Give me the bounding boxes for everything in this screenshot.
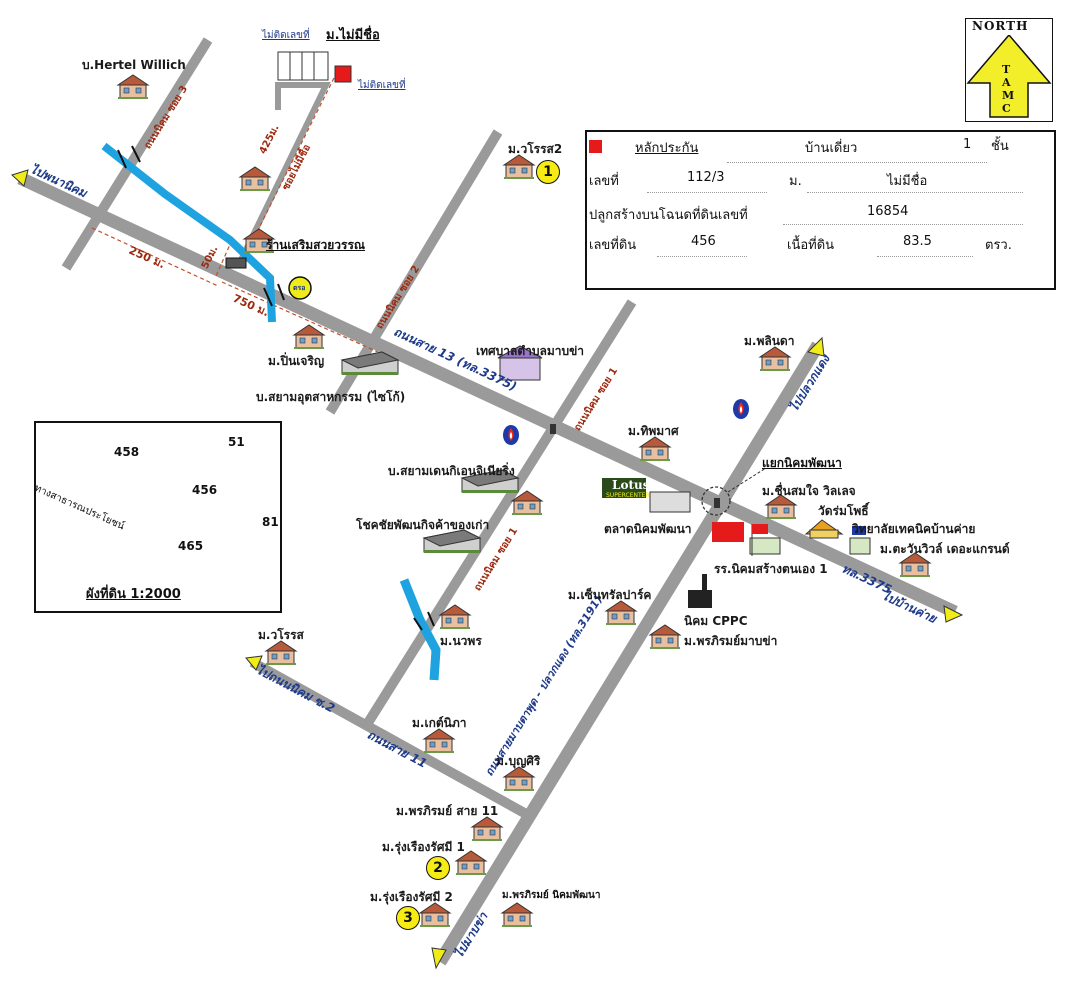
place-wat: วัดร่มโพธิ์ [818,504,869,518]
place-chokchai: โชคชัยพัฒนกิจค้าของเก่า [356,518,490,532]
arrow-head-north [807,336,825,357]
info-deed-label: ปลูกสร้างบนโฉนดที่ดินเลขที่ [589,208,748,223]
place-worasa2: ม.วโรรส2 [508,142,563,156]
no-number-label-1: ไม่ติดเลขที่ [262,30,310,41]
place-lotus: Lotus [612,478,650,492]
info-no-value: 112/3 [687,170,725,185]
lotus-logo [602,478,646,498]
collateral-info-box: หลักประกัน บ้านเดี่ยว 1 ชั้น เลขที่ 112/… [585,130,1056,290]
arrow-head-east [943,605,964,623]
soi-noname-road [237,82,331,264]
arrow-head-south [431,947,447,970]
place-rung2: ม.รุ่งเรืองรัศมี 2 [370,890,453,904]
place-rung1: ม.รุ่งเรืองรัศมี 1 [382,840,465,854]
info-parcel-value: 456 [691,234,716,249]
place-hertel: บ.Hertel Willich [82,58,186,72]
cppc-icon [688,590,712,608]
property-red-marker [334,65,352,83]
arrow-head-west [11,169,29,187]
place-boonsiri: ม.บุญศิริ [496,754,541,768]
marker-1: 1 [536,160,560,184]
plot-465: 465 [178,539,204,553]
property-name: ม.ไม่มีชื่อ [326,28,380,43]
info-area-label: เนื้อที่ดิน [787,238,835,253]
info-floor-unit: ชั้น [991,139,1009,154]
road-11 [249,657,531,820]
honda-sign [712,522,744,542]
plot-458: 458 [114,445,140,459]
plot-81: 81 [262,515,279,529]
place-ptt-text: ตรอ [293,284,306,292]
canal-north [101,142,276,323]
place-pornpirom: ม.พรภิรมย์มาบข่า [684,634,778,648]
no-number-label-2: ไม่ติดเลขที่ [358,80,406,91]
plot-456: 456 [192,483,218,497]
place-siam-industry: บ.สยามอุตสาหกรรม (ไซโก้) [256,390,406,404]
place-tessaban: เทศบาลตำบลมาบข่า [476,344,585,358]
place-chuensomjai: ม.ชื่นสมใจ วิลเลจ [762,484,856,498]
info-collateral: หลักประกัน [635,141,699,156]
land-plot-box: 458 51 456 81 465 ทางสาธารณประโยชน์ ผังท… [32,421,282,613]
info-area-unit: ตรว. [985,238,1012,253]
north-box: NORTH TAMC [965,18,1053,122]
marker-3: 3 [396,906,420,930]
place-sermsuay: ร้านเสริมสวยวรรณ [266,238,366,252]
place-central: ม.เซ็นทรัลปาร์ค [568,588,652,602]
place-taravan: ม.ตะวันวิวล์ เดอะแกรนด์ [880,542,1010,556]
info-type: บ้านเดี่ยว [805,141,858,156]
place-talad: ตลาดนิคมพัฒนา [604,522,692,536]
junction-circle [701,486,731,516]
plot-title: ผังที่ดิน 1:2000 [86,587,181,602]
place-cppc: นิคม CPPC [684,614,748,628]
road-13 [17,172,958,618]
info-no-label: เลขที่ [589,174,619,189]
plot-public-road: ทางสาธารณประโยชน์ [32,482,126,533]
road-main-3191 [434,341,824,966]
place-college: วิทยาลัยเทคนิคบ้านค่าย [852,522,976,536]
info-floors: 1 [963,137,972,152]
arrow-head-sw [245,655,263,671]
property-block [277,51,329,81]
info-parcel-label: เลขที่ดิน [589,238,637,253]
place-lotus-sub: SUPERCENTER [606,492,650,499]
place-pornpirom-nikom: ม.พรภิรมย์ นิคมพัฒนา [502,890,601,901]
place-worasa: ม.วโรรส [258,628,304,642]
place-ketnipa: ม.เกต์นิภา [412,716,467,730]
road-soi-1 [361,299,637,729]
info-moo-value: ไม่มีชื่อ [887,174,928,189]
north-arrow-icon [966,35,1052,118]
plot-51: 51 [228,435,245,449]
north-letters: TAMC [1002,63,1015,115]
collateral-red-square [589,140,602,153]
place-yaek: แยกนิคมพัฒนา [762,456,842,470]
place-naworn: ม.นวพร [440,634,482,648]
info-area-value: 83.5 [903,234,932,249]
info-moo-label: ม. [789,174,802,189]
place-school: รร.นิคมสร้างตนเอง 1 [714,562,828,576]
place-pinchareon: ม.ปิ่นเจริญ [268,354,325,368]
ptt-badge [288,276,312,300]
place-pornpirom11: ม.พรภิรมย์ สาย 11 [396,804,499,818]
north-label: NORTH [972,19,1029,33]
marker-2: 2 [426,856,450,880]
place-phalinda: ม.พลินดา [744,334,795,348]
canal-south [399,578,441,681]
info-deed-value: 16854 [867,204,909,219]
place-tippamas: ม.ทิพมาศ [628,424,679,438]
place-siam-dencon: บ.สยามเดนกิเอนจิเนียริ่ง [388,464,515,478]
